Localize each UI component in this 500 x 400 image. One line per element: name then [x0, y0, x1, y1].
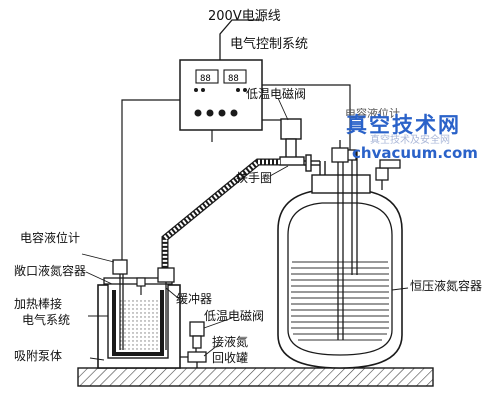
- power-line: [219, 19, 262, 60]
- floor-base: [77, 367, 434, 387]
- level-gauge-left-label: 电容液位计: [20, 231, 81, 245]
- level-gauge-right-label: 电容液位计: [345, 108, 400, 119]
- svg-text:88: 88: [200, 74, 211, 84]
- transfer-hose: [161, 158, 280, 268]
- relief-valve-icon: [375, 159, 401, 190]
- leader-lines: [81, 97, 409, 361]
- watermark-subtitle: 真空技术及安全网: [370, 135, 450, 146]
- ln2-recovery-label-2: 回收罐: [212, 351, 249, 365]
- watermark-url: chvacuum.com: [352, 144, 478, 162]
- ln2-recovery-label: 接液氮: [212, 335, 249, 349]
- power-line-label: 200V电源线: [208, 9, 281, 24]
- adsorption-pump-label: 吸附泵体: [14, 349, 63, 363]
- control-panel-icon: 88 88: [179, 59, 263, 131]
- solenoid-valve-bottom-icon: [187, 321, 207, 368]
- handrail-ring-label: 扶手圈: [236, 171, 273, 185]
- low-temp-valve-top-label: 低温电磁阀: [246, 87, 307, 101]
- level-gauge-left-icon: [112, 259, 128, 350]
- constant-pressure-dewar: [277, 174, 403, 369]
- heater-fitting: [136, 277, 146, 295]
- buffer-label: 缓冲器: [176, 292, 213, 306]
- svg-text:88: 88: [228, 74, 239, 84]
- buffer-icon: [157, 267, 175, 350]
- control-system-label: 电气控制系统: [230, 37, 309, 52]
- control-wires: [121, 84, 351, 262]
- heater-rod-label: 加热棒接: [14, 297, 63, 311]
- dewar-dip-tubes: [337, 149, 358, 340]
- open-ln2-container-label: 敞口液氮容器: [14, 264, 87, 278]
- heater-rod-label-2: 电气系统: [22, 313, 71, 327]
- low-temp-valve-bottom-label: 低温电磁阀: [204, 309, 265, 323]
- adsorption-pump-body: [97, 277, 181, 369]
- level-gauge-right-icon: [331, 140, 349, 163]
- constant-pressure-container-label: 恒压液氮容器: [410, 279, 483, 293]
- solenoid-valve-top-icon: [279, 118, 305, 166]
- watermark-title: 真空技术网: [346, 112, 461, 137]
